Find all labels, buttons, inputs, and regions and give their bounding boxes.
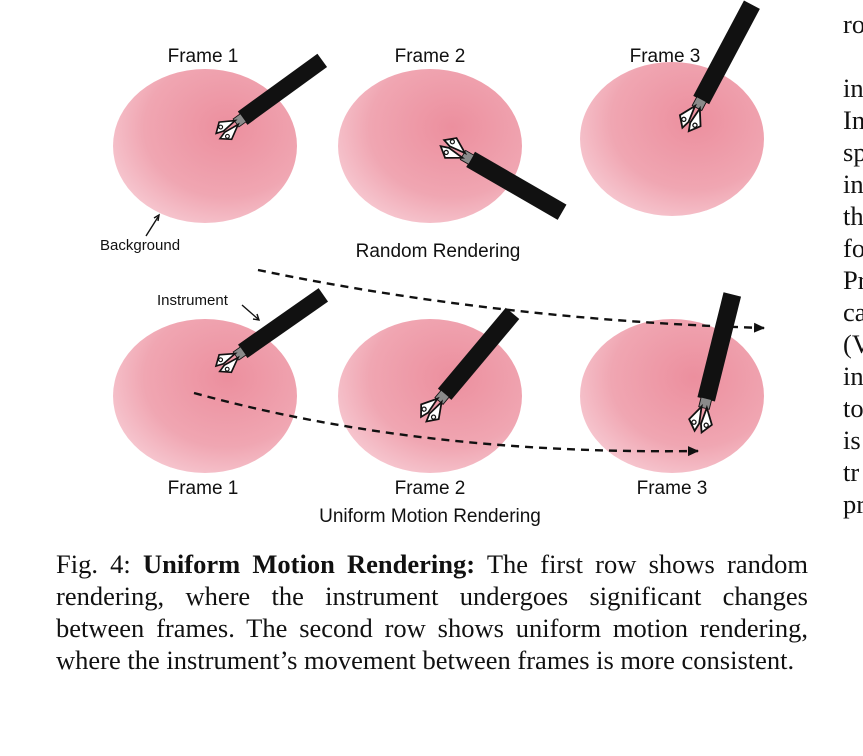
background-label: Background — [100, 237, 180, 254]
tissue-background-r1-f3 — [580, 62, 764, 216]
right-column-line: ro — [843, 9, 863, 39]
uniform-rendering-title: Uniform Motion Rendering — [319, 506, 541, 527]
right-column-line: th — [843, 201, 863, 231]
background-pointer-arrow — [145, 216, 159, 237]
caption-body: The first row shows random rendering, wh… — [56, 549, 808, 675]
motion-arrow-top — [257, 268, 765, 333]
bottom-frame-label-1: Frame 1 — [168, 478, 239, 499]
right-column-line: Pr — [843, 265, 863, 295]
caption-bold-title: Uniform Motion Rendering: — [143, 549, 476, 579]
right-column-line: ca — [843, 297, 863, 327]
bottom-frame-label-2: Frame 2 — [395, 478, 466, 499]
tissue-background-r2-f3 — [580, 319, 764, 473]
figure-caption: Fig. 4: Uniform Motion Rendering: The fi… — [56, 548, 808, 676]
instrument-label: Instrument — [157, 292, 229, 309]
right-column-line: sp — [843, 137, 863, 167]
right-column-line: tr — [843, 457, 860, 487]
right-column-line — [843, 40, 863, 72]
right-column-line: in — [843, 73, 863, 103]
right-column-line: to — [843, 393, 863, 423]
right-column-line: in — [843, 169, 863, 199]
motion-arrow-bottom — [193, 391, 699, 457]
bottom-frame-label-3: Frame 3 — [637, 478, 708, 499]
tissue-background-r1-f2 — [338, 69, 522, 223]
right-column-line: in — [843, 361, 863, 391]
right-column-line: pr — [843, 489, 863, 519]
right-column-line: is — [843, 425, 861, 455]
tissue-background-r2-f1 — [113, 319, 297, 473]
caption-prefix: Fig. 4: — [56, 549, 144, 579]
top-frame-label-3: Frame 3 — [630, 46, 701, 67]
right-column-line: (V — [843, 329, 863, 359]
top-frame-label-2: Frame 2 — [395, 46, 466, 67]
instrument-pointer-arrow — [241, 304, 259, 320]
figure-4: Frame 1 Frame 2 Frame 3 Background Rando… — [100, 0, 765, 527]
top-frame-label-1: Frame 1 — [168, 46, 239, 67]
random-rendering-title: Random Rendering — [356, 241, 521, 262]
right-column-line: In — [843, 105, 863, 135]
right-column-line: fo — [843, 233, 863, 263]
